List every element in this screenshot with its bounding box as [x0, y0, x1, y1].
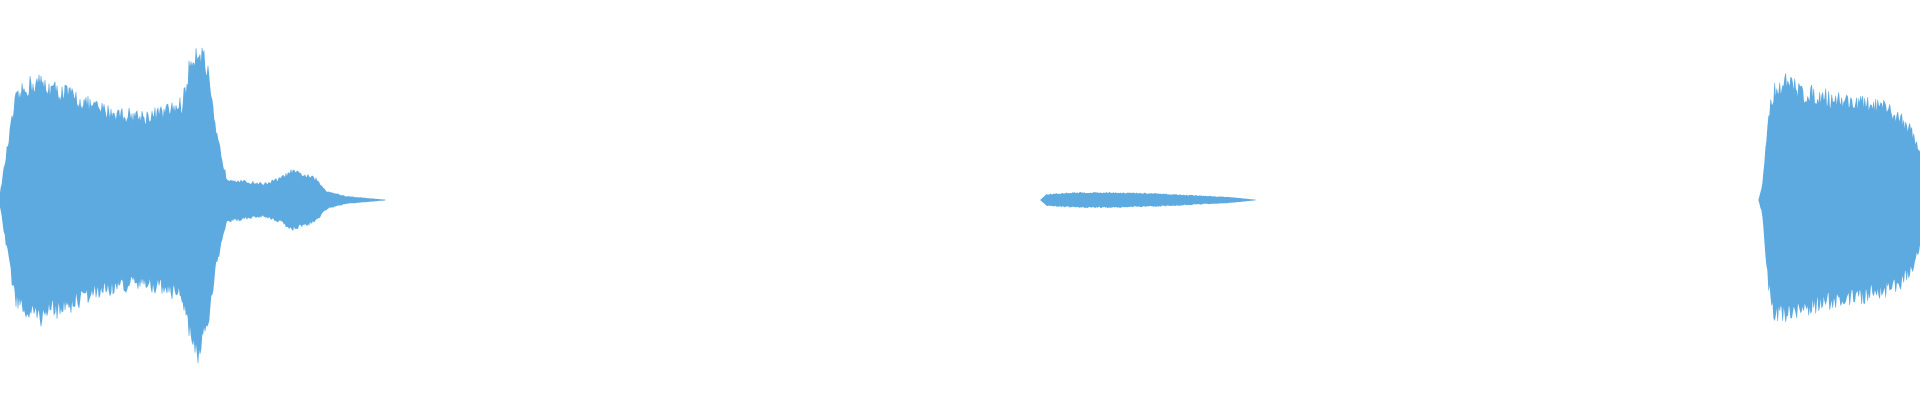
waveform-segment-3 — [1758, 73, 1920, 322]
waveform-segment-1 — [0, 47, 386, 364]
waveform-segment-2 — [1040, 191, 1256, 209]
